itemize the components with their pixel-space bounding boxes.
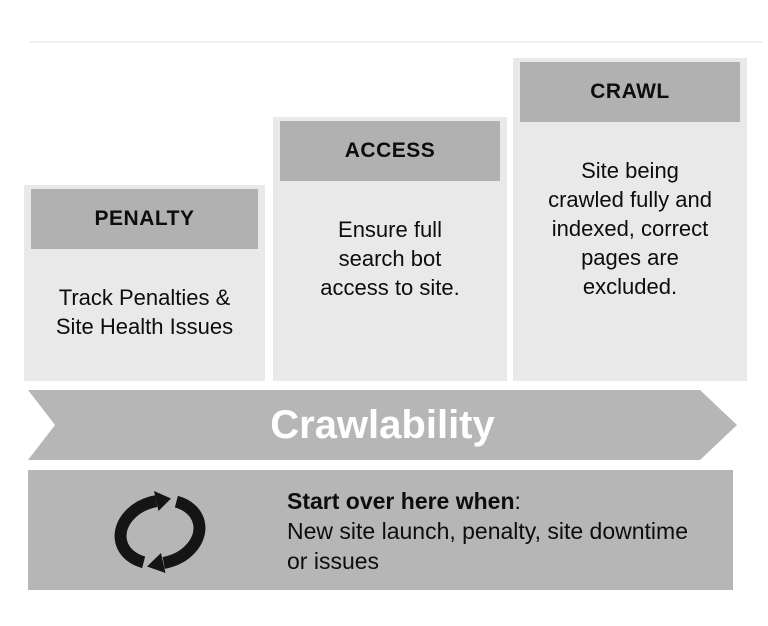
cycle-refresh-icon xyxy=(114,491,206,573)
cycle-arrowhead-bottom xyxy=(147,553,166,573)
step-title-access: ACCESS xyxy=(344,139,436,162)
step-column-access: ACCESS Ensure full search bot access to … xyxy=(273,117,507,381)
step-header-penalty: PENALTY xyxy=(31,189,258,249)
step-column-penalty: PENALTY Track Penalties & Site Health Is… xyxy=(24,185,265,381)
top-divider xyxy=(30,41,762,43)
note-heading: Start over here when: xyxy=(287,486,688,516)
note-body: New site launch, penalty, site downtime … xyxy=(287,518,688,574)
cycle-ring xyxy=(114,494,206,570)
note-text: Start over here when: New site launch, p… xyxy=(287,486,688,576)
step-header-crawl: CRAWL xyxy=(520,62,740,122)
note-heading-bold: Start over here when xyxy=(287,488,515,514)
note-box: Start over here when: New site launch, p… xyxy=(28,470,733,590)
step-header-access: ACCESS xyxy=(280,121,500,181)
step-description-access: Ensure full search bot access to site. xyxy=(320,217,460,300)
note-heading-colon: : xyxy=(514,488,521,514)
step-title-penalty: PENALTY xyxy=(94,207,195,230)
step-description-crawl: Site being crawled fully and indexed, co… xyxy=(548,158,712,299)
step-column-crawl: CRAWL Site being crawled fully and index… xyxy=(513,58,747,381)
cycle-arrowhead-top xyxy=(154,491,171,511)
step-description-penalty: Track Penalties & Site Health Issues xyxy=(55,285,234,339)
arrow-label: Crawlability xyxy=(270,402,495,447)
crawlability-arrow-banner: Crawlability xyxy=(28,390,737,460)
step-title-crawl: CRAWL xyxy=(590,80,670,103)
